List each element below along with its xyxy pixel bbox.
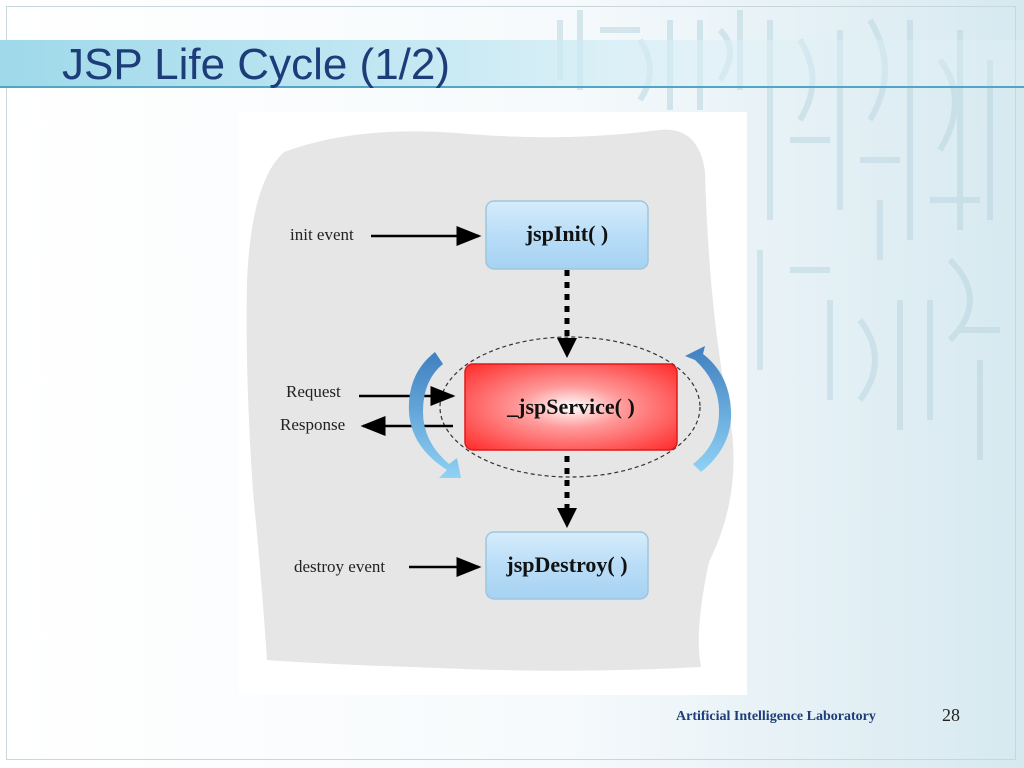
jsp-lifecycle-diagram: jspInit( ) _jspService( ) jspDestroy( ) …: [239, 112, 747, 695]
destroy-event-label: destroy event: [294, 557, 386, 576]
init-event-label: init event: [290, 225, 354, 244]
jspdestroy-box: [485, 531, 649, 600]
response-label: Response: [280, 415, 346, 434]
jspinit-label: jspInit( ): [525, 221, 609, 246]
page-number: 28: [942, 705, 960, 725]
jspdestroy-label: jspDestroy( ): [506, 552, 628, 577]
left-cycle-arrow-icon: [408, 352, 461, 478]
jspservice-label: _jspService( ): [507, 394, 635, 419]
service-to-destroy-arrow: [557, 456, 577, 528]
init-to-service-arrow: [557, 270, 577, 358]
jspservice-box: [464, 363, 678, 451]
slide-title: JSP Life Cycle (1/2): [62, 40, 451, 89]
jspinit-box: [485, 200, 649, 270]
footer-lab-name: Artificial Intelligence Laboratory: [676, 709, 876, 724]
right-cycle-arrow-icon: [685, 346, 732, 472]
request-label: Request: [286, 382, 341, 401]
title-band: [0, 40, 1024, 88]
service-ellipse: [439, 336, 701, 478]
